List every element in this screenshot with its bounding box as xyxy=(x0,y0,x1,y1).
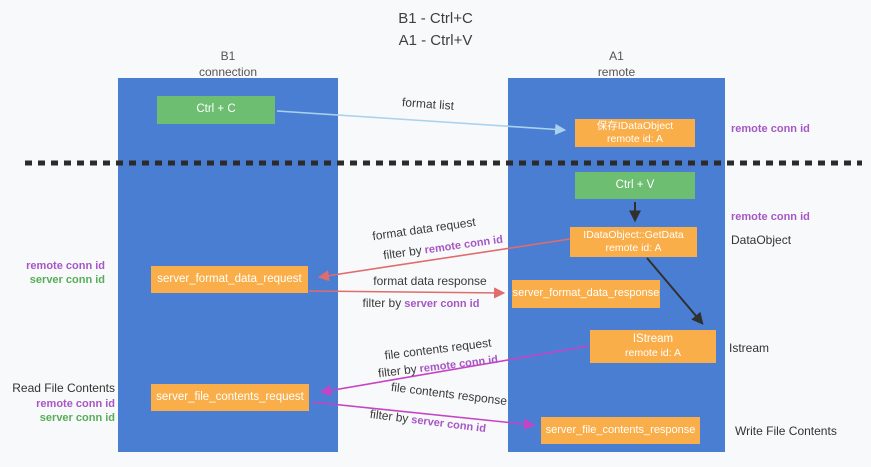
filter-by-text: filter by xyxy=(369,406,410,426)
format-data-response-label: format data response xyxy=(373,274,487,288)
istream-annotation: Istream xyxy=(729,341,770,355)
remote-conn-id-annotation-mid: remote conn id xyxy=(731,211,810,223)
server-format-data-request-label: server_format_data_request xyxy=(157,272,302,285)
save-dataobject-line2: remote id: A xyxy=(606,133,664,145)
title-line-1: B1 - Ctrl+C xyxy=(398,10,473,27)
left-conn-id-block-1: remote conn id server conn id xyxy=(5,260,105,288)
server-file-contents-request-node: server_file_contents_request xyxy=(151,384,309,411)
server-format-data-response-node: server_format_data_response xyxy=(512,280,660,308)
lifeline-b1-id: B1 xyxy=(220,49,236,63)
left-conn-id-block-2: remote conn id server conn id xyxy=(5,398,115,426)
getdata-node: IDataObject::GetData remote id: A xyxy=(570,227,697,257)
filter-by-text: filter by xyxy=(382,243,423,263)
istream-node: IStream remote id: A xyxy=(590,330,716,363)
getdata-line1: IDataObject::GetData xyxy=(583,229,684,242)
filter-by-text: filter by xyxy=(362,296,402,310)
server-conn-id-annotation-left-2: server conn id xyxy=(39,411,115,424)
save-dataobject-line1: 保存IDataObject xyxy=(596,120,674,133)
filter-by-text: filter by xyxy=(377,361,418,381)
lifeline-b1-role: connection xyxy=(198,64,258,79)
server-format-data-request-node: server_format_data_request xyxy=(151,266,308,293)
file-contents-response-label: file contents response xyxy=(390,379,508,409)
server-file-contents-response-node: server_file_contents_response xyxy=(541,417,700,444)
write-file-contents-annotation: Write File Contents xyxy=(735,424,837,438)
ctrl-v-label: Ctrl + V xyxy=(615,178,655,191)
remote-conn-id-annotation-top: remote conn id xyxy=(731,123,810,135)
server-file-contents-response-label: server_file_contents_response xyxy=(545,423,696,436)
remote-conn-id-annotation-left-1: remote conn id xyxy=(26,260,105,272)
lifeline-header-a1: A1 remote xyxy=(508,49,725,80)
ctrl-c-label: Ctrl + C xyxy=(196,103,236,116)
server-file-contents-request-label: server_file_contents_request xyxy=(156,390,304,403)
format-list-label: format list xyxy=(401,95,455,113)
server-format-data-response-label: server_format_data_response xyxy=(512,287,660,300)
ctrl-c-node: Ctrl + C xyxy=(157,96,275,124)
lifeline-header-b1: B1 connection xyxy=(118,49,338,80)
title-line-2: A1 - Ctrl+V xyxy=(398,31,473,49)
server-conn-id-annotation-left-1: server conn id xyxy=(29,273,105,286)
filter-by-server-conn-id-label-2: filter byserver conn id xyxy=(369,407,487,435)
lifeline-a1-role: remote xyxy=(597,64,636,79)
dataobject-annotation: DataObject xyxy=(731,233,792,247)
read-file-contents-annotation: Read File Contents xyxy=(12,381,115,395)
lifeline-a1-id: A1 xyxy=(609,49,624,63)
server-conn-id-highlight: server conn id xyxy=(410,413,487,436)
getdata-line2: remote id: A xyxy=(605,242,662,254)
remote-conn-id-annotation-left-2: remote conn id xyxy=(36,398,115,410)
istream-line1: IStream xyxy=(632,333,674,346)
server-conn-id-highlight: server conn id xyxy=(404,298,480,310)
diagram-title: B1 - Ctrl+C A1 - Ctrl+V xyxy=(0,8,871,52)
format-data-response-arrow xyxy=(308,287,506,299)
istream-line2: remote id: A xyxy=(624,347,682,360)
ctrl-v-node: Ctrl + V xyxy=(575,172,695,199)
save-dataobject-node: 保存IDataObject remote id: A xyxy=(575,119,695,147)
remote-conn-id-highlight: remote conn id xyxy=(423,233,504,257)
